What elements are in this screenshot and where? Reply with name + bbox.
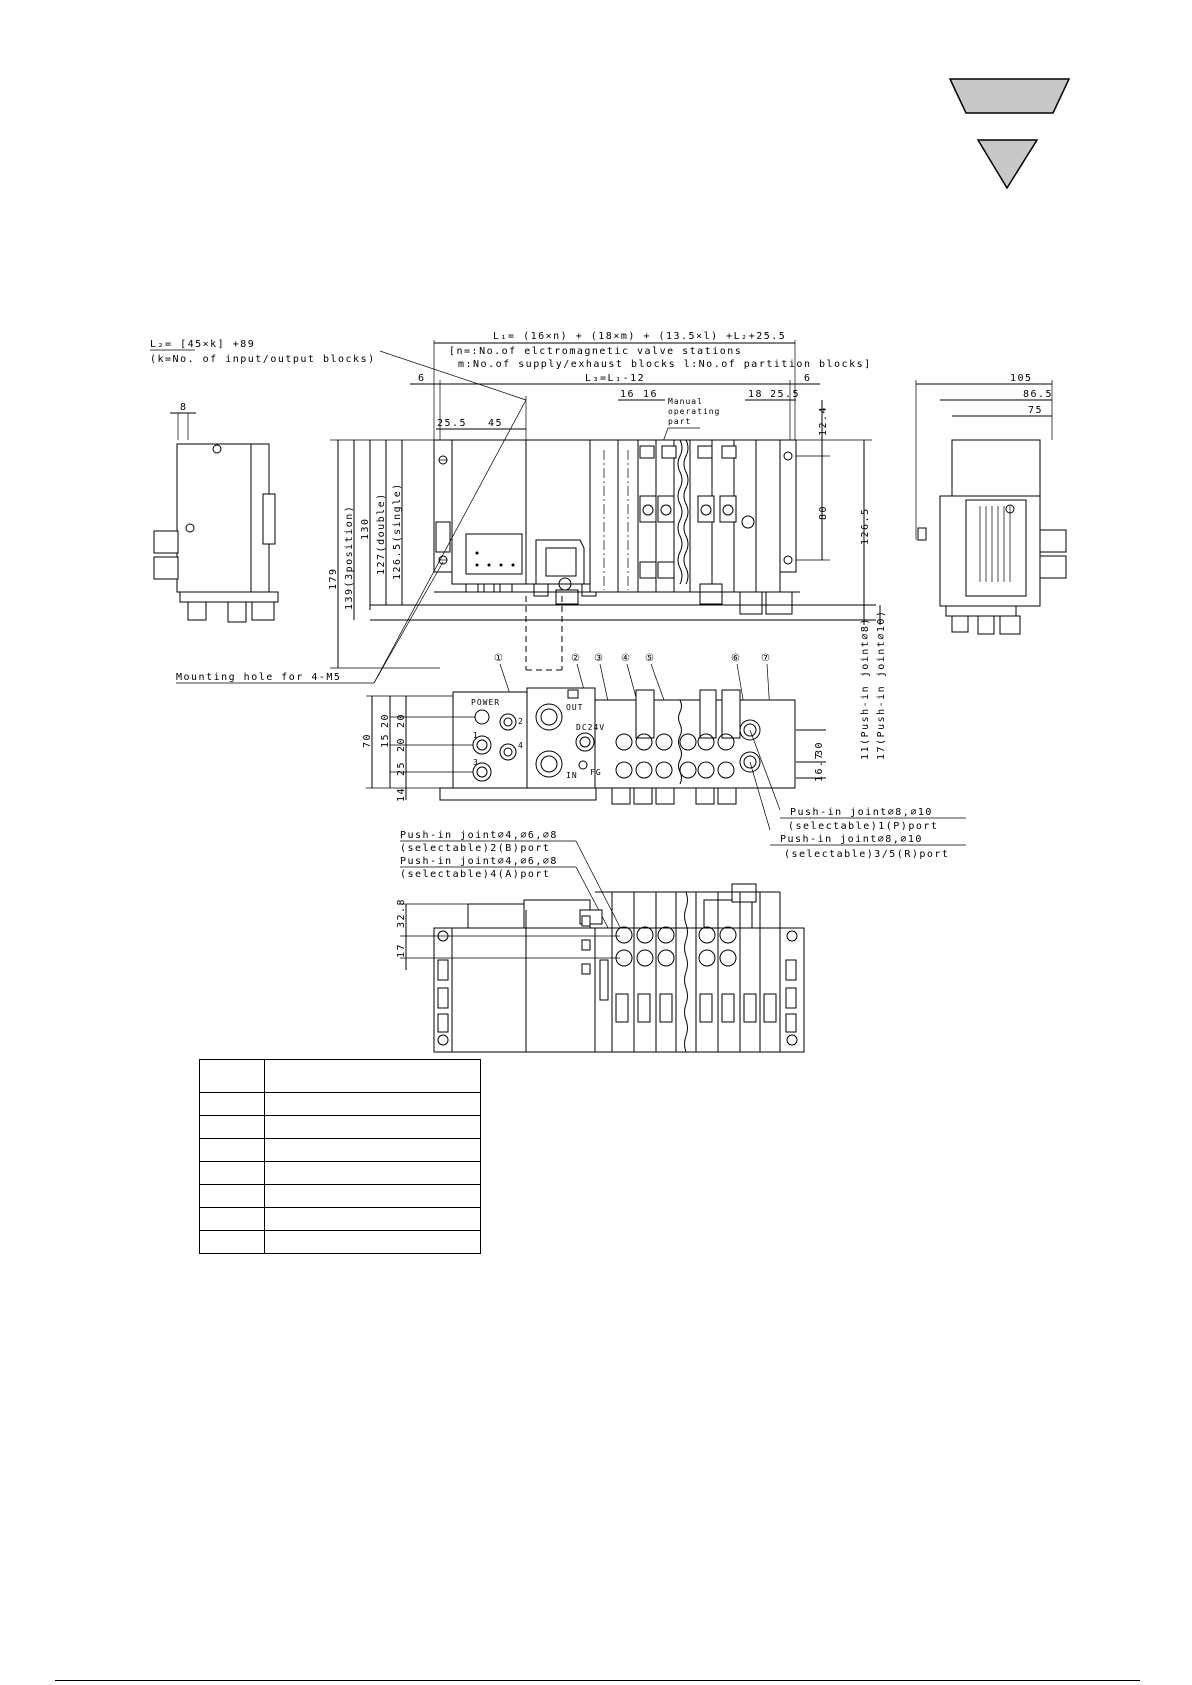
port-b-line2: (selectable)2(B)port	[400, 843, 550, 854]
dim-126-5-right: 126.5	[860, 507, 871, 545]
dim-20a: 20	[380, 713, 391, 728]
port-num-4: 4	[518, 741, 524, 750]
dim-30: 30	[814, 741, 825, 756]
port-a-line2: (selectable)4(A)port	[400, 869, 550, 880]
fg-label: FG	[590, 768, 602, 777]
callout-4: ④	[621, 653, 631, 664]
dim-139: 139(3position)	[344, 505, 355, 610]
power-label: POWER	[471, 698, 500, 707]
l3-formula: L₃=L₁-12	[585, 373, 645, 384]
dim-86-5: 86.5	[1023, 389, 1053, 400]
dim-105: 105	[1010, 373, 1033, 384]
table-row	[199, 1230, 481, 1254]
dim-70: 70	[362, 733, 373, 748]
dim-25-5-right: 25.5	[770, 389, 800, 400]
bottom-view: Push-in joint⌀4,⌀6,⌀8 (selectable)2(B)po…	[396, 830, 805, 1053]
l1-formula: L₁= (16×n) + (18×m) + (13.5×l) +L₂+25.5	[493, 331, 786, 342]
dim-130: 130	[360, 517, 371, 540]
table-row	[199, 1207, 481, 1231]
manual-label-1: Manual	[668, 397, 703, 406]
triangle-marks	[948, 78, 1071, 190]
callout-2: ②	[571, 653, 581, 664]
dim-18: 18	[748, 389, 763, 400]
port-r-line2: (selectable)3/5(R)port	[784, 849, 949, 860]
m-note: m:No.of supply/exhaust blocks l:No.of pa…	[458, 359, 872, 370]
callout-6: ⑥	[731, 653, 741, 664]
dim-16a: 16	[620, 389, 635, 400]
dc24v-label: DC24V	[576, 723, 605, 732]
table-row	[199, 1059, 481, 1093]
port-num-2: 2	[518, 717, 524, 726]
dim-11-push: 11(Push-in joint⌀8)	[860, 617, 871, 760]
dim-17: 17	[396, 943, 407, 958]
port-a-line1: Push-in joint⌀4,⌀6,⌀8	[400, 856, 558, 867]
top-formulas: L₂= [45×k] +89 (k=No. of input/output bl…	[150, 331, 872, 451]
table-row	[199, 1184, 481, 1208]
dim-14: 14	[396, 787, 407, 802]
dim-17-push: 17(Push-in joint⌀10)	[876, 610, 887, 760]
dim-80: 80	[818, 505, 829, 520]
port-p-line1: Push-in joint⌀8,⌀10	[790, 807, 933, 818]
triangle-down-icon	[948, 78, 1071, 114]
out-label: OUT	[566, 703, 583, 712]
l2-formula: L₂= [45×k] +89	[150, 339, 255, 350]
manual-label-3: part	[668, 417, 691, 426]
dim-25: 25	[396, 761, 407, 776]
top-view: ① ② ③ ④ ⑤ ⑥ ⑦ POWER 2 4 1 3 OUT IN DC2	[362, 653, 966, 860]
port-p-line2: (selectable)1(P)port	[788, 821, 938, 832]
port-b-line1: Push-in joint⌀4,⌀6,⌀8	[400, 830, 558, 841]
right-side-view: 105 86.5 75	[915, 373, 1067, 635]
dim-12-4: 12.4	[818, 406, 829, 436]
table-row	[199, 1115, 481, 1139]
callout-3: ③	[594, 653, 604, 664]
callout-5: ⑤	[645, 653, 655, 664]
n-note: [n=:No.of elctromagnetic valve stations	[449, 346, 742, 357]
dim-20c: 20	[396, 737, 407, 752]
mounting-hole: Mounting hole for 4-M5	[176, 672, 341, 683]
dim-25-5: 25.5	[437, 418, 467, 429]
left-side-view: 8	[153, 402, 279, 623]
table-row	[199, 1161, 481, 1185]
dim-6b: 6	[804, 373, 812, 384]
callout-7: ⑦	[761, 653, 771, 664]
callout-1: ①	[494, 653, 504, 664]
parts-table	[199, 1059, 481, 1254]
dim-16-7: 16.7	[814, 752, 825, 782]
dim-8: 8	[180, 402, 188, 413]
triangle-down-icon	[976, 139, 1039, 190]
port-r-line1: Push-in joint⌀8,⌀10	[780, 834, 923, 845]
dim-45: 45	[488, 418, 503, 429]
dim-15: 15	[380, 733, 391, 748]
front-view: 179 139(3position) 130 127(double) 126.5…	[176, 340, 887, 760]
bottom-rule	[55, 1680, 1140, 1681]
dim-16b: 16	[643, 389, 658, 400]
dim-126-5: 126.5(single)	[392, 482, 403, 580]
dim-75: 75	[1028, 405, 1043, 416]
in-label: IN	[566, 771, 578, 780]
dim-127: 127(double)	[376, 492, 387, 575]
port-num-3: 3	[473, 758, 479, 767]
dim-179: 179	[328, 567, 339, 590]
dim-6a: 6	[418, 373, 426, 384]
table-row	[199, 1092, 481, 1116]
dim-32-8: 32.8	[396, 898, 407, 928]
table-row	[199, 1138, 481, 1162]
l2-note: (k=No. of input/output blocks)	[150, 354, 376, 365]
port-num-1: 1	[473, 731, 479, 740]
manual-label-2: operating	[668, 407, 720, 416]
dim-20b: 20	[396, 713, 407, 728]
